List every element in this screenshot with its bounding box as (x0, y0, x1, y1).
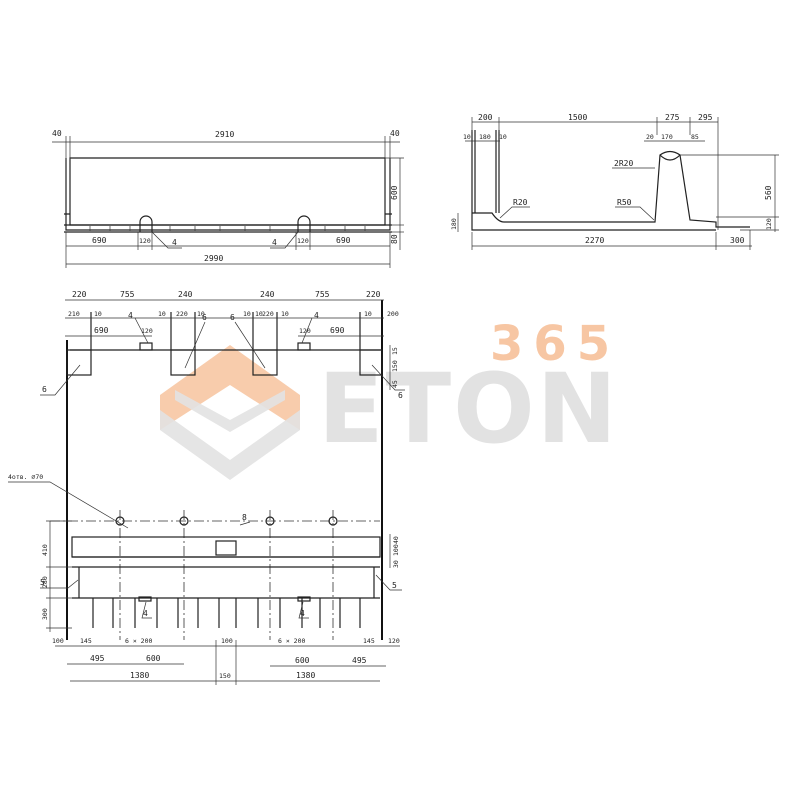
plan-pocket-loop-right: 120 (299, 327, 311, 335)
plan-side-callout-left: 5 (40, 578, 45, 587)
dim-section-c1: 20 (646, 133, 654, 141)
plan-view: 220 755 240 240 755 220 210 10 10 220 10… (8, 290, 405, 685)
dim-section-c: 275 (665, 113, 680, 122)
plan-row1-2: 6 × 200 (125, 637, 152, 645)
plan-lvd-0: 410 (41, 544, 49, 556)
plan-bottom-loop-right: 4 (300, 609, 305, 618)
dim-section-base-left: 180 (450, 218, 458, 230)
plan-axis-callout: 8 (242, 513, 247, 522)
plan-pocket-span-right: 690 (330, 326, 345, 335)
plan-dim-sec-l2: 10 (158, 310, 166, 318)
dim-front-span-left: 690 (92, 236, 107, 245)
plan-dim-sec-r2: 220 (262, 310, 274, 318)
dim-front-total: 2990 (204, 254, 223, 263)
dim-section-a: 200 (478, 113, 493, 122)
dim-front-top-right: 40 (390, 129, 400, 138)
radius-top: 2R20 (614, 159, 633, 168)
dim-front-height-lower: 80 (390, 234, 399, 244)
callout-plan-pocket-right: 6 (398, 391, 403, 400)
dim-section-c2: 170 (661, 133, 673, 141)
dim-front-top-left: 40 (52, 129, 62, 138)
plan-row3-2: 1380 (296, 671, 315, 680)
plan-rvd-0: 15 (391, 347, 399, 355)
plan-dim-sec-r3: 10 (281, 310, 289, 318)
plan-dim-sec-r1: 10 (255, 310, 263, 318)
watermark-number: 365 (490, 316, 620, 372)
watermark-logo-icon (160, 345, 300, 480)
plan-dim-sec-l1: 10 (94, 310, 102, 318)
plan-lvd-1: 280 (41, 576, 49, 588)
plan-row1-6: 120 (388, 637, 400, 645)
front-view: 40 2910 40 600 80 690 120 120 690 2990 4… (52, 129, 404, 268)
plan-row2-0: 495 (90, 654, 105, 663)
dim-front-top-middle: 2910 (215, 130, 234, 139)
plan-dim-top-2: 240 (178, 290, 193, 299)
dim-section-a2: 180 (479, 133, 491, 141)
plan-row3-0: 1380 (130, 671, 149, 680)
watermark-brand: ETON (318, 353, 619, 465)
plan-rsd-2: 30 (392, 560, 400, 568)
plan-dim-sec-l3: 220 (176, 310, 188, 318)
plan-dim-sec-r0: 10 (243, 310, 251, 318)
callout-plan-loop-left: 4 (128, 311, 133, 320)
callout-front-right: 4 (272, 238, 277, 247)
plan-row2-2: 600 (295, 656, 310, 665)
dim-section-c3: 85 (691, 133, 699, 141)
dim-front-loop-left: 120 (139, 237, 151, 245)
plan-dim-sec-l4: 10 (197, 310, 205, 318)
plan-dim-top-5: 220 (366, 290, 381, 299)
plan-row1-3: 100 (221, 637, 233, 645)
plan-row2-1: 600 (146, 654, 161, 663)
section-view: 200 1500 275 295 10 180 10 20 170 85 2R2… (450, 113, 779, 250)
plan-dim-sec-r5: 200 (387, 310, 399, 318)
plan-lvd-2: 300 (41, 608, 49, 620)
plan-dim-sec-l0: 210 (68, 310, 80, 318)
dim-section-ext: 300 (730, 236, 745, 245)
radius-left: R20 (513, 198, 528, 207)
plan-dim-sec-r4: 10 (364, 310, 372, 318)
plan-row1-4: 6 × 200 (278, 637, 305, 645)
plan-rvd-1: 150 (391, 360, 399, 372)
callout-plan-center-left: 6 (202, 313, 207, 322)
plan-dim-top-0: 220 (72, 290, 87, 299)
plan-dim-top-1: 755 (120, 290, 135, 299)
dim-front-span-right: 690 (336, 236, 351, 245)
dim-front-height-upper: 600 (390, 185, 399, 200)
plan-row1-5: 145 (363, 637, 375, 645)
plan-row1-0: 100 (52, 637, 64, 645)
dim-section-wall: 560 (764, 185, 773, 200)
dim-section-total: 2270 (585, 236, 604, 245)
dim-section-b: 1500 (568, 113, 587, 122)
plan-bottom-loop-left: 4 (143, 609, 148, 618)
plan-holes-label: 4отв. ⌀70 (8, 473, 43, 481)
radius-right: R50 (617, 198, 632, 207)
dim-section-base-right: 120 (765, 218, 773, 230)
plan-dim-top-4: 755 (315, 290, 330, 299)
plan-row3-1: 150 (219, 672, 231, 680)
callout-plan-center-right: 6 (230, 313, 235, 322)
dim-section-a1: 10 (463, 133, 471, 141)
dim-section-a3: 10 (499, 133, 507, 141)
plan-row2-3: 495 (352, 656, 367, 665)
callout-front-left: 4 (172, 238, 177, 247)
dim-section-d: 295 (698, 113, 713, 122)
plan-rsd-0: 40 (392, 536, 400, 544)
plan-rsd-1: 100 (392, 544, 400, 556)
dim-front-loop-right: 120 (297, 237, 309, 245)
callout-plan-pocket-left: 6 (42, 385, 47, 394)
plan-rvd-2: 45 (391, 380, 399, 388)
plan-side-callout-right: 5 (392, 581, 397, 590)
plan-dim-top-3: 240 (260, 290, 275, 299)
plan-pocket-span-left: 690 (94, 326, 109, 335)
plan-pocket-loop-left: 120 (141, 327, 153, 335)
plan-row1-1: 145 (80, 637, 92, 645)
callout-plan-loop-right: 4 (314, 311, 319, 320)
